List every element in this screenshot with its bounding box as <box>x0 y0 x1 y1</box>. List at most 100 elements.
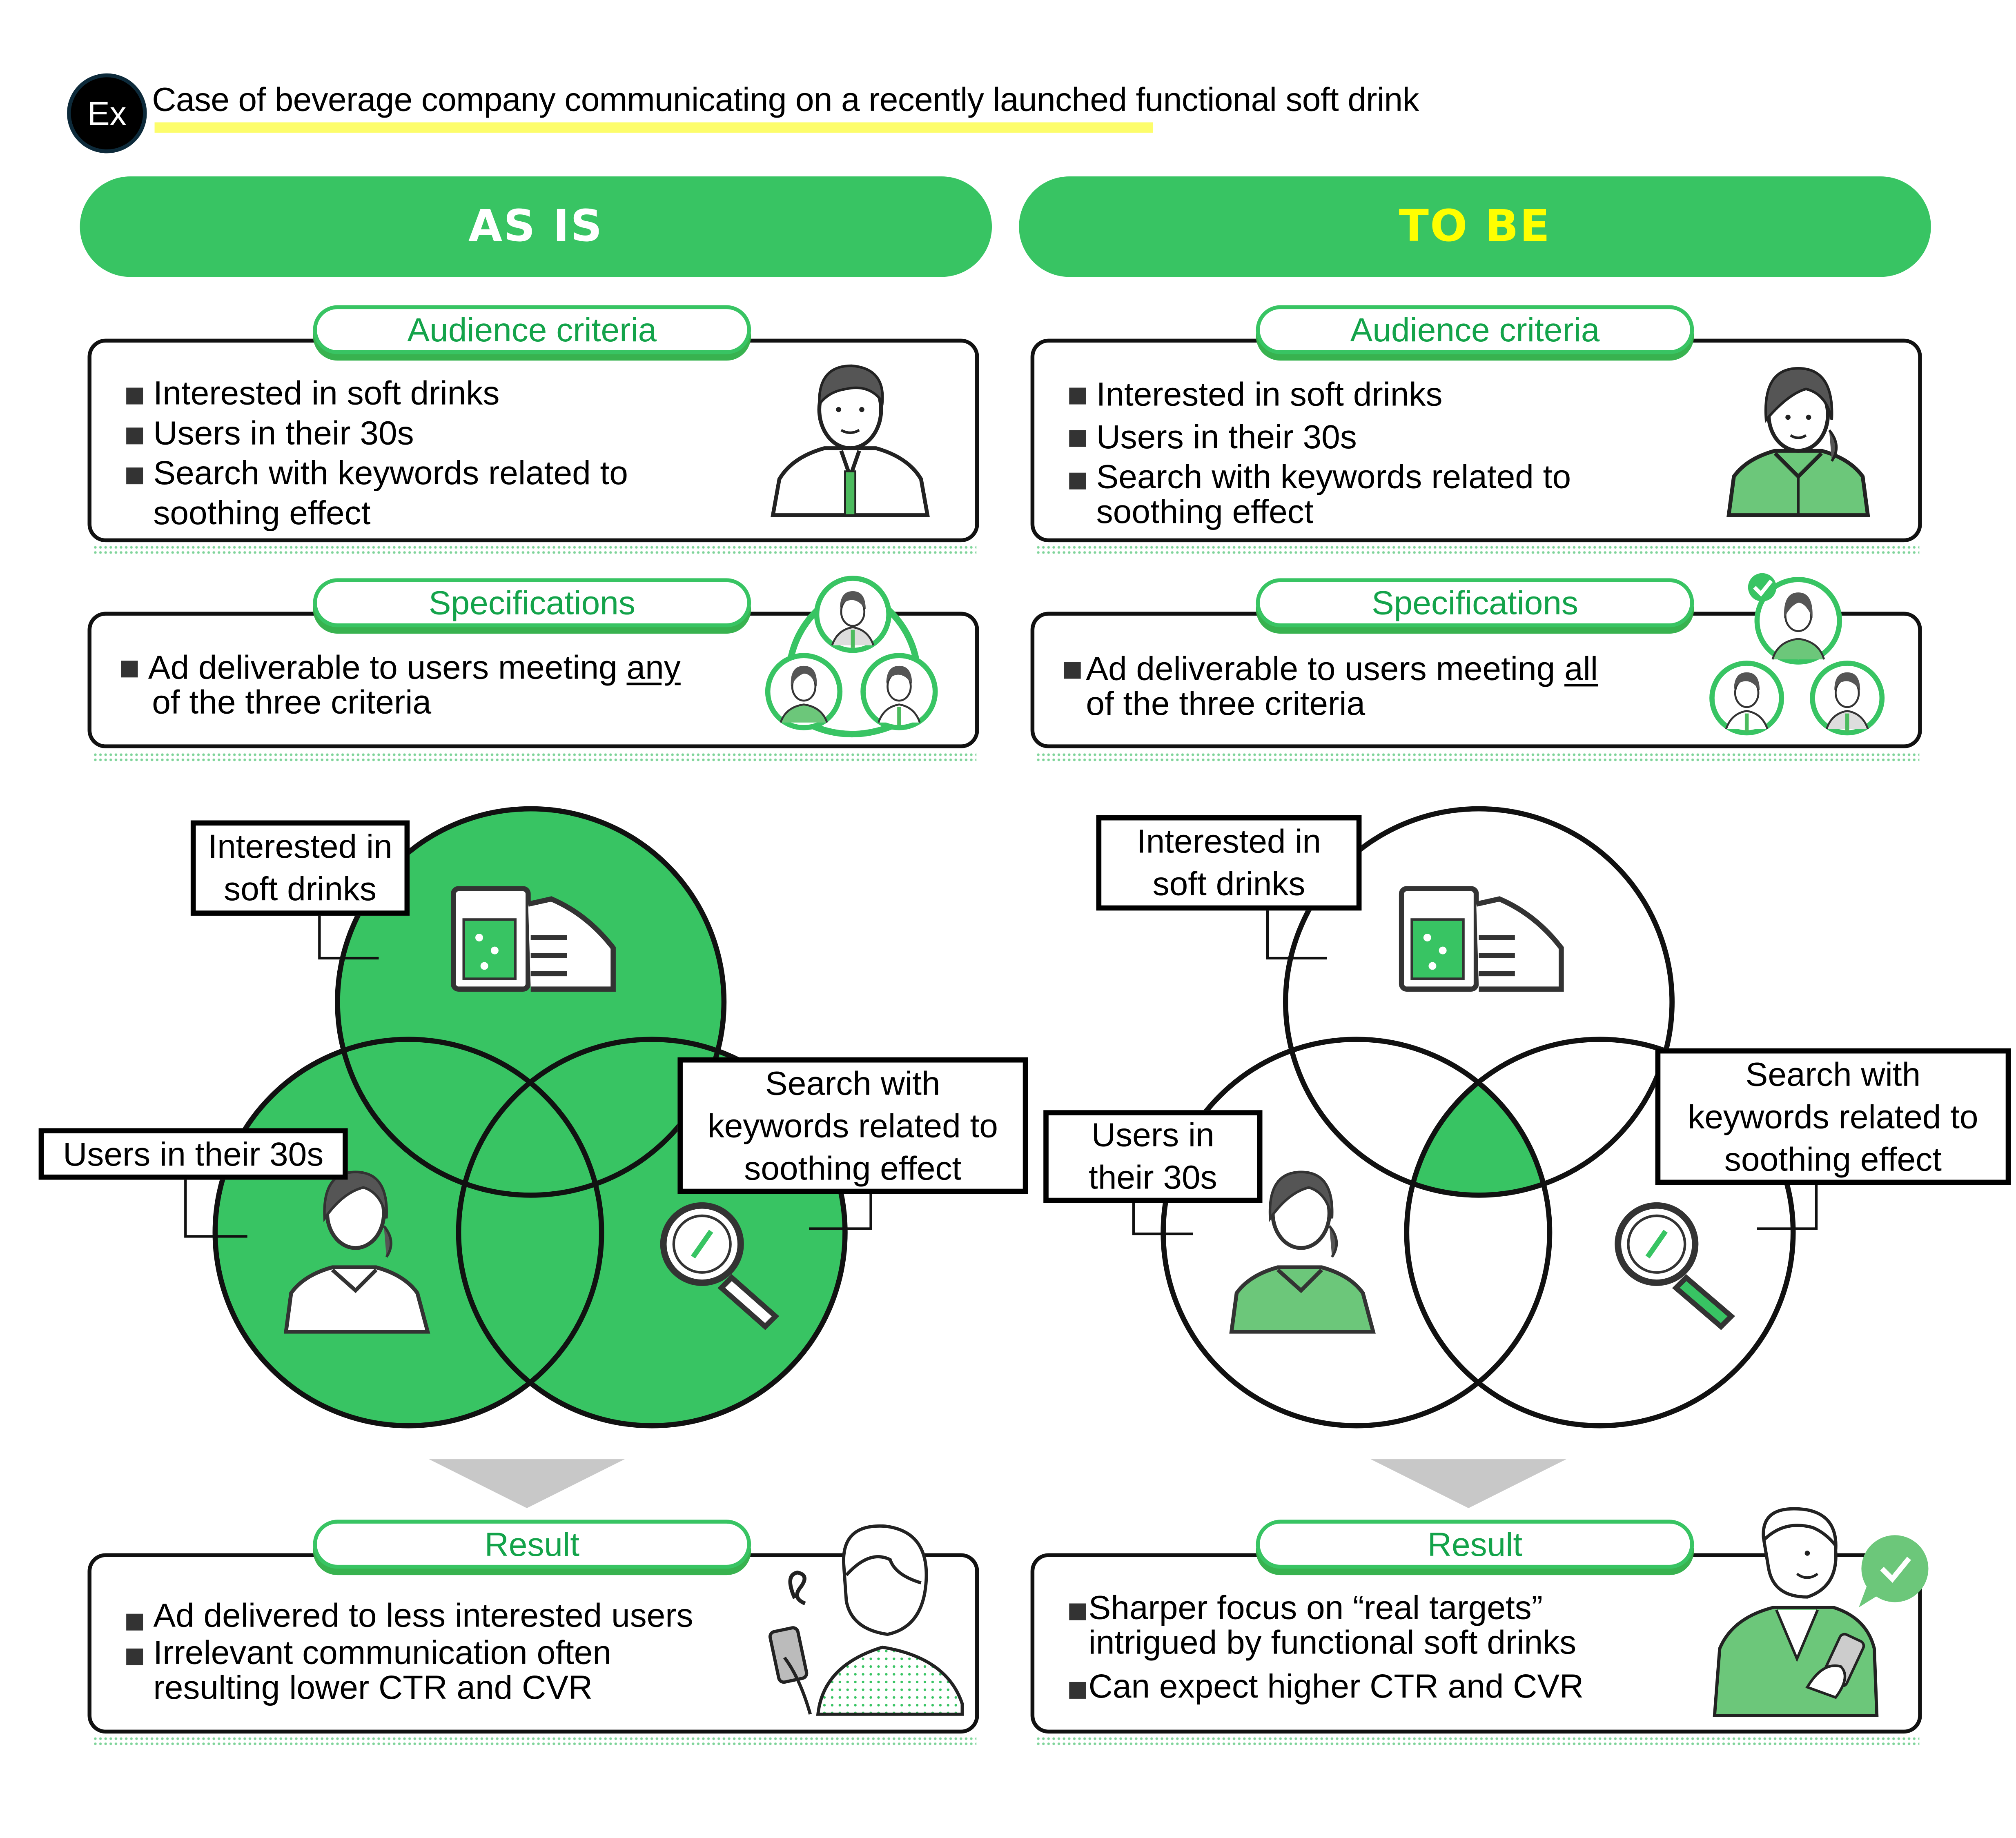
list-item: Users in their 30s <box>126 414 628 454</box>
bullet-icon <box>126 1648 143 1665</box>
list-item-text: Interested in soft drinks <box>1096 374 1443 414</box>
venn-circle-keywords <box>1404 1037 1796 1429</box>
as-is-audience-list: Interested in soft drinks Users in their… <box>126 374 628 533</box>
list-item: Can expect higher CTR and CVR <box>1069 1669 1584 1704</box>
label-line: soft drinks <box>224 869 376 908</box>
label-line: Search with <box>1745 1054 1921 1093</box>
check-speech-bubble-icon <box>1859 1535 1929 1607</box>
confused-woman-with-phone-icon <box>768 1524 964 1716</box>
bullet-icon <box>126 1613 143 1631</box>
panel-shadow <box>1036 752 1920 761</box>
user-avatar <box>1709 661 1784 736</box>
bullet-icon <box>1069 387 1086 405</box>
as-is-header-label: AS IS <box>468 201 604 253</box>
spec-emphasis: any <box>626 648 681 687</box>
pill-label: Specifications <box>428 583 635 622</box>
list-item: Interested in soft drinks <box>126 374 628 414</box>
user-avatar <box>1754 577 1842 665</box>
list-item: Irrelevant communication often <box>126 1634 693 1671</box>
list-item-text: Ad deliverable to users meeting any <box>148 650 681 685</box>
to-be-result-pill: Result <box>1256 1520 1694 1569</box>
pill-label: Result <box>484 1524 580 1563</box>
list-item-text: Ad deliverable to users meeting all <box>1086 649 1598 688</box>
example-badge: Ex <box>67 73 147 154</box>
panel-shadow <box>93 752 977 761</box>
bullet-icon <box>1069 1603 1086 1620</box>
to-be-specifications-pill: Specifications <box>1256 578 1694 628</box>
user-avatar <box>1810 661 1885 736</box>
label-line: Users in <box>1091 1115 1214 1154</box>
three-users-linked-icon <box>765 576 938 737</box>
list-item-continuation: of the three criteria <box>1086 684 1366 723</box>
bullet-icon <box>1064 662 1081 679</box>
list-item-text: Interested in soft drinks <box>153 373 500 412</box>
list-item-continuation: of the three criteria <box>152 682 432 721</box>
panel-shadow <box>1036 545 1920 554</box>
user-avatar <box>814 576 891 653</box>
list-item-continuation: soothing effect <box>1096 492 1314 531</box>
down-arrow-icon <box>1370 1459 1566 1509</box>
leader-line <box>1757 1182 1818 1230</box>
bullet-icon <box>126 427 143 445</box>
panel-shadow <box>1036 1736 1920 1745</box>
drink-in-hand-icon <box>1399 886 1564 992</box>
list-item: Ad deliverable to users meeting all <box>1064 649 1598 688</box>
label-line: keywords related to <box>1688 1097 1978 1135</box>
as-is-header: AS IS <box>80 176 992 277</box>
list-item: Interested in soft drinks <box>1069 374 1571 416</box>
label-line: Interested in <box>1136 821 1321 861</box>
bullet-icon <box>126 387 143 405</box>
to-be-header: TO BE <box>1019 176 1931 277</box>
to-be-header-label: TO BE <box>1399 201 1551 253</box>
list-item-text: Ad delivered to less interested users <box>153 1595 693 1635</box>
list-item-continuation: soothing effect <box>153 493 371 532</box>
bullet-icon <box>1069 430 1086 447</box>
leader-line <box>1266 906 1327 960</box>
woman-green-shirt-icon <box>1726 367 1870 517</box>
as-is-label-30s: Users in their 30s <box>38 1128 348 1180</box>
user-avatar <box>860 653 938 730</box>
as-is-specifications-text: Ad deliverable to users meeting any of t… <box>121 650 681 720</box>
magnifier-icon <box>1615 1202 1735 1330</box>
list-item: Users in their 30s <box>1069 416 1571 458</box>
title-highlight <box>154 122 1153 133</box>
label-line: soothing effect <box>1724 1139 1942 1178</box>
label-line: Users in their 30s <box>63 1134 324 1173</box>
venn-circle-soft-drinks <box>1283 806 1675 1198</box>
to-be-result-list: Sharper focus on “real targets” intrigue… <box>1069 1588 1584 1704</box>
list-item: Sharper focus on “real targets” <box>1069 1588 1584 1627</box>
list-item-text: Search with keywords related to <box>1096 457 1571 496</box>
leader-line <box>184 1178 247 1238</box>
spec-text-prefix: Ad deliverable to users meeting <box>1086 649 1565 688</box>
label-line: keywords related to <box>707 1106 998 1144</box>
as-is-result-list: Ad delivered to less interested users Ir… <box>126 1595 693 1707</box>
woman-green-shirt-icon <box>1229 1170 1376 1334</box>
bullet-icon <box>1069 1682 1086 1699</box>
down-arrow-icon <box>429 1459 625 1509</box>
to-be-venn-diagram <box>1132 806 1818 1429</box>
woman-white-shirt-icon <box>283 1170 430 1334</box>
list-item: Ad deliverable to users meeting any <box>121 650 681 685</box>
label-line: soft drinks <box>1152 864 1305 903</box>
pill-label: Audience criteria <box>1350 309 1600 349</box>
leader-line <box>318 912 379 960</box>
list-item: Search with keywords related to <box>126 453 628 493</box>
pill-label: Audience criteria <box>407 309 657 349</box>
to-be-specifications-text: Ad deliverable to users meeting all of t… <box>1064 649 1598 723</box>
list-item-continuation: intrigued by functional soft drinks <box>1088 1622 1577 1662</box>
venn-circle-30s <box>1161 1037 1553 1429</box>
list-item-continuation: resulting lower CTR and CVR <box>153 1668 593 1707</box>
as-is-audience-pill: Audience criteria <box>313 305 751 354</box>
list-item-text: Users in their 30s <box>1096 417 1357 456</box>
spec-emphasis: all <box>1564 649 1598 688</box>
venn-intersection-region <box>1406 1039 1550 1195</box>
bullet-icon <box>126 467 143 485</box>
badge-label: Ex <box>87 93 127 132</box>
leader-line <box>809 1185 872 1230</box>
list-item-text: Users in their 30s <box>153 413 414 452</box>
list-item-text: Sharper focus on “real targets” <box>1088 1588 1543 1627</box>
